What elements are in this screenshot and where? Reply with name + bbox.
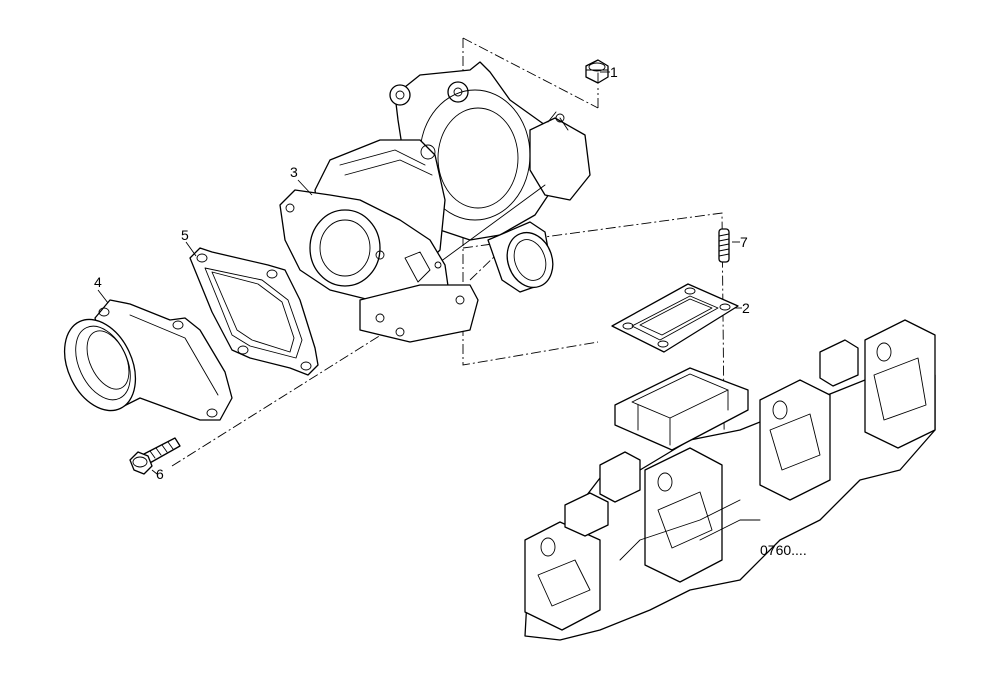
part-6-flange-bolt [129, 437, 181, 475]
leader-lines [97, 71, 742, 475]
part-5-gasket [189, 247, 319, 376]
part-4-elbow-flange [63, 299, 233, 421]
drawing-code: 0760.... [760, 542, 807, 558]
part-label-6: 6 [156, 466, 164, 482]
part-label-5: 5 [181, 227, 189, 243]
part-1-nut [585, 59, 609, 84]
part-label-1: 1 [610, 64, 618, 80]
part-label-3: 3 [290, 164, 298, 180]
part-label-2: 2 [742, 300, 750, 316]
part-7-stud [718, 228, 730, 263]
exhaust-manifold [524, 319, 936, 641]
part-3-turbocharger [279, 61, 591, 343]
part-label-7: 7 [740, 234, 748, 250]
part-2-gasket [611, 283, 739, 353]
part-label-4: 4 [94, 274, 102, 290]
part-labels: 1 2 3 4 5 6 7 0760.... [94, 64, 807, 558]
